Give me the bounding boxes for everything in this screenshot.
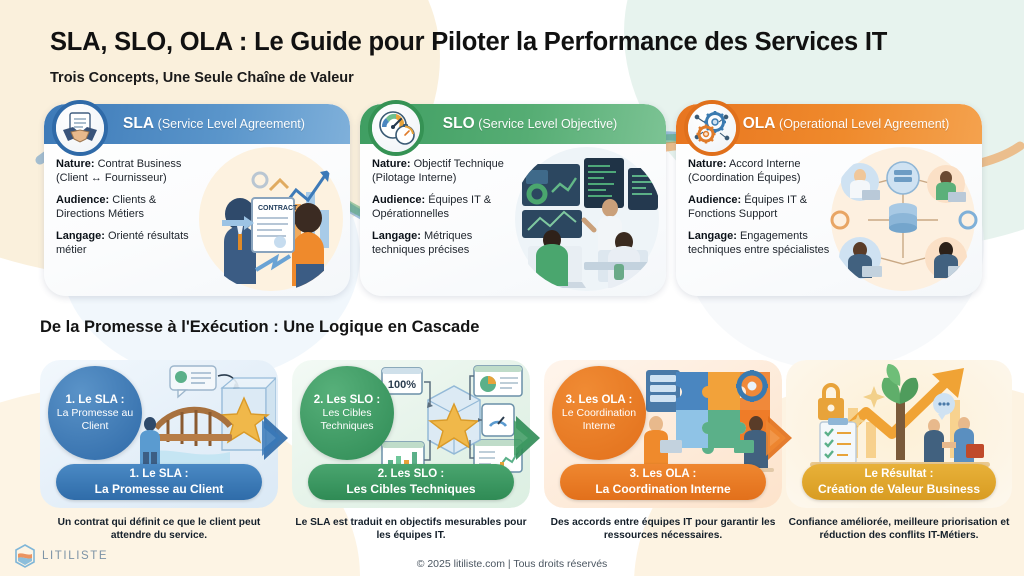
- cascade-banner-ola: 3. Les OLA : La Coordination Interne: [560, 464, 766, 500]
- cascade-circle-ola-line2: Le Coordination Interne: [561, 407, 637, 432]
- cascade-circle-sla-line1: 1. Le SLA :: [65, 393, 125, 406]
- cascade-art-ola: [630, 364, 780, 476]
- cascade-step-sla[interactable]: 1. Le SLA : La Promesse au Client 1. Le …: [40, 360, 278, 508]
- cascade-step-slo[interactable]: 100%: [292, 360, 530, 508]
- cascade-section-title: De la Promesse à l'Exécution : Une Logiq…: [40, 318, 480, 336]
- cascade-caption-result: Confiance améliorée, meilleure priorisat…: [788, 517, 1010, 542]
- concept-bullet-audience-ola: Audience: Équipes IT & Fonctions Support: [688, 193, 808, 220]
- concept-bullet-langage-ola: Langage: Engagements techniques entre sp…: [688, 229, 830, 256]
- cascade-arrow-3: [766, 416, 792, 460]
- gauge-stopwatch-icon: [368, 100, 424, 156]
- concepts-row: SLA (Service Level Agreement): [0, 100, 1024, 304]
- cascade-banner-ola-line2: La Coordination Interne: [595, 481, 731, 496]
- cascade-banner-slo: 2. Les SLO : Les Cibles Techniques: [308, 464, 514, 500]
- connected-gears-icon: [684, 100, 740, 156]
- concept-bullets-slo: Nature: Objectif Technique (Pilotage Int…: [372, 158, 524, 266]
- svg-text:100%: 100%: [388, 379, 416, 391]
- cascade-steps-row: 1. Le SLA : La Promesse au Client 1. Le …: [0, 360, 1024, 520]
- cascade-arrow-2: [514, 416, 540, 460]
- concept-card-slo-title: SLO (Service Level Objective): [409, 115, 617, 133]
- cascade-circle-slo-line1: 2. Les SLO :: [313, 393, 381, 406]
- cascade-circle-sla-line2: La Promesse au Client: [56, 407, 134, 432]
- concept-bullet-langage-sla: Langage: Orienté résultats métier: [56, 229, 189, 256]
- cascade-step-ola[interactable]: 3. Les OLA : Le Coordination Interne 3. …: [544, 360, 782, 508]
- cascade-caption-slo: Le SLA est traduit en objectifs mesurabl…: [295, 517, 527, 542]
- cascade-caption-sla: Un contrat qui définit ce que le client …: [57, 517, 261, 542]
- concept-art-slo: [512, 146, 662, 292]
- concept-card-ola-title: OLA (Operational Level Agreement): [709, 115, 950, 133]
- cascade-arrow-1: [262, 416, 288, 460]
- concept-bullets-ola: Nature: Accord Interne (Coordination Équ…: [688, 158, 840, 266]
- cascade-circle-slo: 2. Les SLO : Les Cibles Techniques: [300, 366, 394, 460]
- cascade-art-result: [800, 364, 1000, 468]
- cascade-banner-result: Le Résultat : Création de Valeur Busines…: [802, 464, 996, 500]
- cascade-circle-ola: 3. Les OLA : Le Coordination Interne: [552, 366, 646, 460]
- cascade-circle-slo-line2: Les Cibles Techniques: [320, 407, 374, 432]
- cascade-step-result[interactable]: Le Résultat : Création de Valeur Busines…: [786, 360, 1012, 508]
- cascade-banner-ola-line1: 3. Les OLA :: [629, 467, 697, 480]
- cascade-banner-result-line2: Création de Valeur Business: [817, 481, 981, 496]
- cascade-art-slo: 100%: [378, 364, 528, 476]
- concept-art-sla: CONTRACT: [196, 146, 346, 292]
- cascade-banner-result-line1: Le Résultat :: [864, 467, 934, 480]
- cascade-banner-slo-line2: Les Cibles Techniques: [346, 481, 476, 496]
- concept-bullets-sla: Nature: Contrat Business (Client ↔ Fourn…: [56, 158, 208, 266]
- concept-full-slo: (Service Level Objective): [478, 117, 618, 131]
- cascade-caption-ola: Des accords entre équipes IT pour garant…: [550, 517, 776, 542]
- concept-card-sla[interactable]: SLA (Service Level Agreement): [44, 100, 350, 296]
- cascade-banner-sla-line1: 1. Le SLA :: [129, 467, 189, 480]
- cascade-banner-sla: 1. Le SLA : La Promesse au Client: [56, 464, 262, 500]
- copyright-notice: © 2025 litiliste.com | Tous droits réser…: [416, 558, 608, 570]
- cascade-art-sla: [126, 364, 278, 476]
- concept-bullet-nature-slo: Nature: Objectif Technique (Pilotage Int…: [372, 158, 504, 184]
- concept-abbr-sla: SLA: [123, 115, 155, 132]
- concept-abbr-ola: OLA: [742, 115, 776, 132]
- concept-art-ola: [828, 146, 978, 292]
- concept-bullet-audience-sla: Audience: Clients & Directions Métiers: [56, 193, 157, 220]
- concept-bullet-langage-slo: Langage: Métriques techniques précises: [372, 229, 473, 256]
- concept-card-ola[interactable]: OLA (Operational Level Agreement): [676, 100, 982, 296]
- concept-card-sla-title: SLA (Service Level Agreement): [89, 115, 305, 133]
- cascade-circle-sla: 1. Le SLA : La Promesse au Client: [48, 366, 142, 460]
- concept-bullet-nature-sla: Nature: Contrat Business (Client ↔ Fourn…: [56, 158, 182, 184]
- page-subtitle: Trois Concepts, Une Seule Chaîne de Vale…: [50, 70, 354, 86]
- cascade-circle-ola-line1: 3. Les OLA :: [565, 393, 633, 406]
- cascade-banner-slo-line1: 2. Les SLO :: [377, 467, 445, 480]
- handshake-document-icon: [52, 100, 108, 156]
- concept-abbr-slo: SLO: [442, 115, 475, 132]
- concept-card-slo[interactable]: SLO (Service Level Objective): [360, 100, 666, 296]
- concept-full-ola: (Operational Level Agreement): [779, 117, 950, 131]
- page-title: SLA, SLO, OLA : Le Guide pour Piloter la…: [50, 28, 888, 56]
- concept-bullet-nature-ola: Nature: Accord Interne (Coordination Équ…: [688, 158, 801, 184]
- svg-text:CONTRACT: CONTRACT: [258, 205, 298, 212]
- cascade-banner-sla-line2: La Promesse au Client: [94, 481, 224, 496]
- concept-bullet-audience-slo: Audience: Équipes IT & Opérationnelles: [372, 193, 492, 220]
- concept-full-sla: (Service Level Agreement): [157, 117, 305, 131]
